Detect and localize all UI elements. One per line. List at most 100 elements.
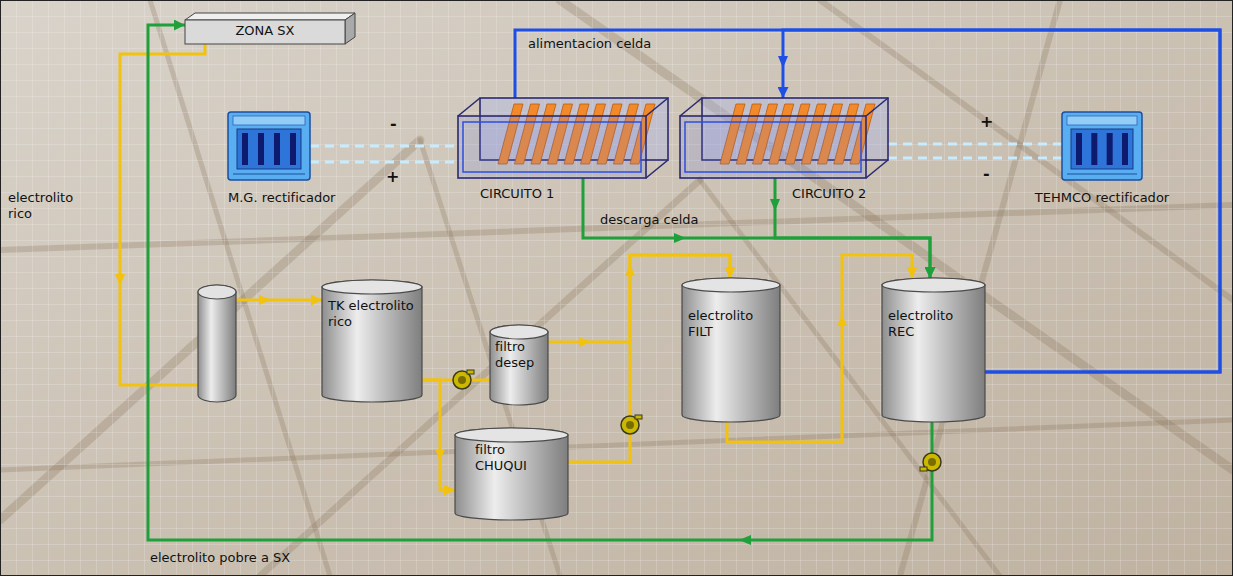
pump-symbol (626, 421, 634, 429)
tank-outline (682, 278, 780, 422)
rectifier-unit-outline (228, 112, 310, 180)
pump-symbol (635, 415, 642, 419)
label-anchor: electrolito rico (8, 190, 90, 221)
pump-symbol (920, 467, 927, 471)
flow-arrow (837, 314, 847, 326)
rectifier-cabinet (228, 112, 310, 180)
polarity-sign: - (390, 114, 397, 133)
flow-label: descarga celda (600, 212, 699, 228)
cell-feed-pipe (515, 30, 1220, 372)
tank: TK electrolito rico (322, 280, 422, 402)
pump-symbol (621, 415, 642, 434)
flow-arrow (739, 535, 751, 545)
cell-electrolyte-level (463, 122, 641, 172)
tank: electrolito FILT (682, 278, 780, 422)
label-anchor: + (980, 112, 993, 131)
rectifier-base (233, 173, 305, 174)
cell-front-face (458, 116, 646, 178)
rectifier-bar (1076, 133, 1082, 165)
node-label: M.G. rectificador (228, 190, 335, 206)
electrowinning-cell-outline (458, 98, 668, 178)
node-label: electrolito REC (888, 308, 976, 339)
cell-feed-pipe (783, 30, 1220, 372)
flow-arrow (259, 295, 271, 305)
box-side-face (345, 13, 355, 44)
flow-label: electrolito rico (8, 190, 90, 221)
cell-edge (866, 160, 888, 178)
node-label: TK electrolito rico (328, 298, 414, 329)
tank-body (882, 278, 985, 422)
tank-body (682, 278, 780, 422)
tank-outline (882, 278, 985, 422)
flow-label: alimentacion celda (528, 36, 651, 52)
box-front-face (185, 20, 345, 44)
rectifier-unit-outline (1062, 112, 1142, 180)
rectifier-bar (1091, 133, 1097, 165)
node-label: filtro desep (495, 339, 543, 370)
pump-symbol (920, 453, 941, 471)
cell-edge (646, 98, 668, 116)
cell-edge (866, 98, 888, 116)
node-label: ZONA SX (235, 23, 294, 39)
filter-tank-outline (455, 428, 568, 520)
electrowinning-cell: CIRCUITO 1 (458, 98, 668, 178)
power-line (888, 157, 1062, 160)
tank-body (455, 428, 568, 520)
feed-cylinder (198, 285, 236, 402)
polarity-sign: - (983, 164, 990, 183)
label-anchor: electrolito pobre a SX (150, 550, 290, 566)
rectifier-vent (1067, 116, 1137, 125)
rich-electrolyte-pipe (422, 380, 455, 490)
cell-edge (458, 98, 480, 116)
cell-front-face (680, 116, 866, 178)
power-line (310, 145, 458, 148)
rectifier-bar (1107, 133, 1113, 165)
flow-label: electrolito pobre a SX (150, 550, 290, 566)
pump-symbol (458, 376, 466, 384)
electrowinning-cell: CIRCUITO 2 (680, 98, 888, 178)
label-anchor: + (386, 167, 399, 186)
node-label: electrolito FILT (688, 308, 772, 339)
electrowinning-cell-outline (680, 98, 888, 178)
rectifier-vent (233, 116, 305, 125)
tank: electrolito REC (882, 278, 985, 422)
rectifier-unit: M.G. rectificador (228, 112, 310, 180)
flow-arrow (435, 449, 445, 461)
zone-box: ZONA SX (185, 20, 345, 44)
lean-electrolyte-pipe (148, 25, 932, 540)
rectifier-bar (290, 133, 296, 165)
rectifier-base (1067, 173, 1137, 174)
power-line (888, 143, 1062, 146)
label-anchor: - (983, 164, 990, 183)
rectifier-bar (274, 133, 280, 165)
flow-arrow (778, 56, 788, 68)
power-line (310, 161, 458, 164)
tank-top (882, 278, 985, 292)
node-label: TEHMCO rectificador (1035, 190, 1169, 206)
cell-edge (646, 160, 668, 178)
tank-body (322, 280, 422, 402)
node-label: CIRCUITO 2 (792, 186, 866, 202)
feed-cylinder (198, 285, 236, 402)
rectifier-bar (1122, 133, 1128, 165)
polarity-sign: + (386, 167, 399, 186)
tank-body (490, 325, 548, 405)
flow-arrow (674, 233, 686, 243)
filter-tank: filtro desep (490, 325, 548, 405)
cell-discharge-pipe (583, 178, 930, 278)
tank-top (455, 428, 568, 442)
tank-top (322, 280, 422, 294)
rectifier-panel (1071, 129, 1133, 169)
rectifier-bar (242, 133, 248, 165)
tank-top (682, 278, 780, 292)
